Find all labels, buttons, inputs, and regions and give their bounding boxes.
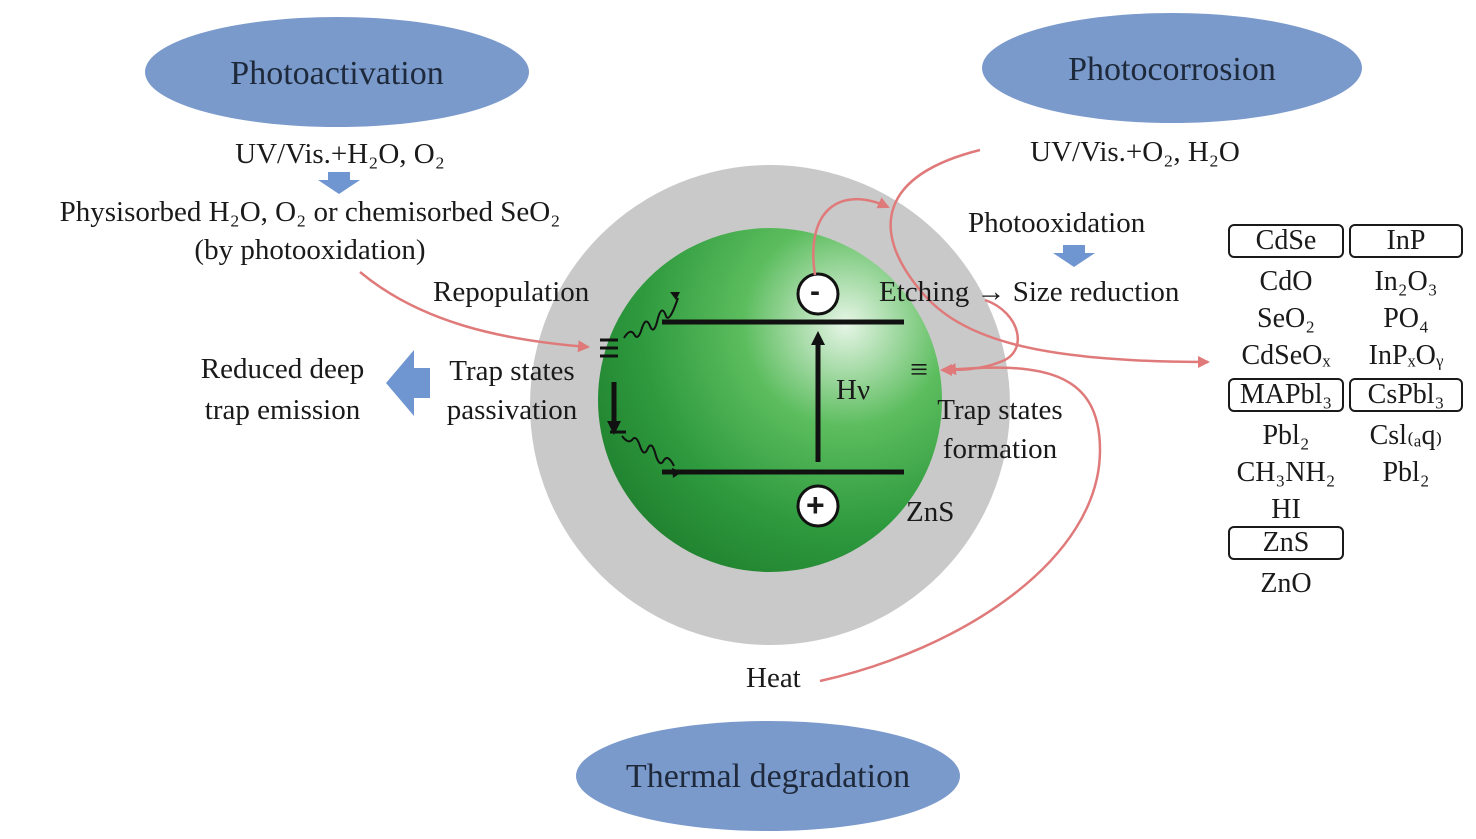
trap-emission-wave xyxy=(621,435,675,467)
electron-circle xyxy=(796,272,840,316)
photocorrosion-oval xyxy=(982,13,1362,123)
trap-formation-line2: formation xyxy=(942,433,1058,465)
material-box-cdse: CdSe xyxy=(1228,224,1344,258)
product-item: In₂O₃ xyxy=(1374,266,1438,297)
electron-sign: - xyxy=(810,275,820,308)
product-item: PO₄ xyxy=(1383,303,1429,334)
down-arrow-left xyxy=(318,172,360,194)
product-item: CH₃NH₂ xyxy=(1236,457,1336,488)
trap-states-symbol: ≡ xyxy=(910,351,929,387)
trap-emission-wave-head xyxy=(672,468,682,478)
photooxidation-label: Photooxidation xyxy=(968,207,1146,239)
thermal-degradation-title: Thermal degradation xyxy=(625,758,911,795)
trap-formation-line1: Trap states xyxy=(937,394,1063,426)
product-item: CdO xyxy=(1259,266,1313,297)
hole-sign: + xyxy=(806,487,825,523)
heat-arrow xyxy=(819,363,1102,683)
passivation-line1: Trap states xyxy=(449,355,575,387)
cdse-products: CdO SeO₂ CdSeOₓ xyxy=(1228,263,1344,374)
product-item: Pbl₂ xyxy=(1382,457,1430,488)
product-item: Csl₍ₐq₎ xyxy=(1369,420,1443,451)
product-item: Pbl₂ xyxy=(1262,420,1310,451)
product-item: SeO₂ xyxy=(1257,303,1315,334)
product-item: CdSeOₓ xyxy=(1241,340,1331,371)
heat-label: Heat xyxy=(746,662,801,694)
material-box-inp: InP xyxy=(1349,224,1463,258)
thermal-oval xyxy=(576,721,960,831)
photon-energy-label: Hν xyxy=(836,374,871,406)
zns-products: ZnO xyxy=(1228,565,1344,602)
product-item: HI xyxy=(1271,494,1301,525)
material-box-zns: ZnS xyxy=(1228,526,1344,560)
photocorrosion-arrow xyxy=(889,148,1210,368)
photoactivation-oval xyxy=(145,17,529,127)
reduced-emission-line2: trap emission xyxy=(204,394,361,426)
zns-shell-label: ZnS xyxy=(906,496,955,528)
hole-circle xyxy=(796,484,840,528)
reduced-emission-line1: Reduced deep xyxy=(200,353,365,385)
product-item: ZnO xyxy=(1260,568,1312,599)
adsorption-arrow xyxy=(359,271,590,353)
inp-products: In₂O₃ PO₄ InPₓOᵧ xyxy=(1349,263,1463,374)
electron-out-arrow xyxy=(812,197,890,276)
etching-label: Etching → Size reduction xyxy=(879,276,1180,308)
photocorrosion-title: Photocorrosion xyxy=(1068,51,1276,88)
left-block-arrow xyxy=(386,350,430,416)
cspbi3-products: Csl₍ₐq₎ Pbl₂ xyxy=(1349,417,1463,491)
photocorrosion-condition: UV/Vis.+O₂, H₂O xyxy=(1030,136,1240,168)
photoactivation-title: Photoactivation xyxy=(230,55,444,92)
material-box-mapbi3: MAPbl₃ xyxy=(1228,378,1344,412)
adsorption-text-line1: Physisorbed H₂O, O₂ or chemisorbed SeO₂ xyxy=(59,196,561,228)
repopulation-wave-head xyxy=(670,292,680,300)
adsorption-text-line2: (by photooxidation) xyxy=(194,234,426,266)
material-box-cspbi3: CsPbl₃ xyxy=(1349,378,1463,412)
photoactivation-condition: UV/Vis.+H₂O, O₂ xyxy=(235,138,445,170)
quantum-dot-core xyxy=(598,228,942,572)
product-item: InPₓOᵧ xyxy=(1368,340,1444,371)
mapbi3-products: Pbl₂ CH₃NH₂ HI xyxy=(1228,417,1344,528)
repopulation-label: Repopulation xyxy=(433,276,590,308)
passivation-line2: passivation xyxy=(446,394,578,426)
down-arrow-right xyxy=(1053,245,1095,267)
repopulation-wave xyxy=(623,297,679,339)
